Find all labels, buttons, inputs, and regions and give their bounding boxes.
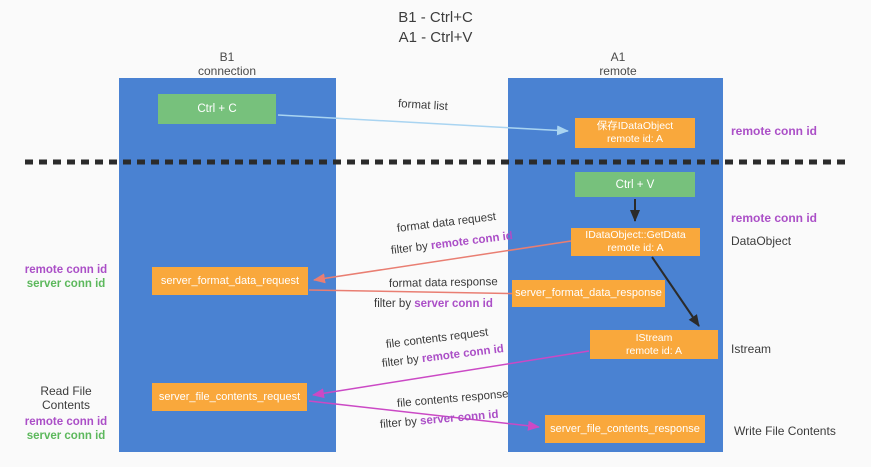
ctrl-v-label: Ctrl + V	[615, 178, 655, 191]
filter-prefix: filter by	[390, 240, 432, 257]
server-conn-id-key: server conn id	[414, 298, 493, 310]
getdata-line1: IDataObject::GetData	[585, 229, 686, 241]
filter-prefix: filter by	[374, 298, 415, 310]
dataobject-label: DataObject	[731, 234, 792, 248]
lane-left-name: B1	[219, 50, 235, 64]
filter-prefix: filter by	[379, 415, 421, 431]
read-file-contents-label: Read File Contents	[40, 384, 92, 412]
title-line-1: B1 - Ctrl+C	[398, 9, 473, 26]
left-server-conn-id: server conn id	[26, 278, 106, 290]
format-list-label: format list	[397, 98, 449, 114]
write-file-contents-label: Write File Contents	[734, 424, 836, 438]
file-contents-response-label: file contents response	[396, 388, 509, 410]
server-file-contents-request-label: server_file_contents_request	[158, 390, 301, 403]
server-format-data-request-box: server_format_data_request	[152, 267, 308, 295]
server-file-contents-request-box: server_file_contents_request	[152, 383, 307, 411]
server-file-contents-response-label: server_file_contents_response	[550, 422, 700, 435]
save-idataobject-line2: remote id: A	[606, 133, 664, 145]
lane-right-subtitle: remote	[599, 64, 637, 78]
diagram-title: B1 - Ctrl+C A1 - Ctrl+V	[0, 8, 871, 48]
server-format-data-request-label: server_format_data_request	[160, 274, 300, 287]
format-data-response-arrow	[308, 288, 535, 299]
server-file-contents-response-box: server_file_contents_response	[545, 415, 705, 443]
left-conn-id-group: remote conn id server conn id	[16, 263, 116, 291]
right-remote-conn-id-mid: remote conn id	[731, 211, 818, 225]
remote-conn-id-key: remote conn id	[430, 230, 514, 253]
ctrl-c-label: Ctrl + C	[197, 103, 237, 115]
lane-right-name: A1	[610, 50, 626, 64]
ctrl-c-box: Ctrl + C	[158, 94, 276, 124]
server-format-data-response-label: server_format_data_response	[515, 287, 662, 299]
lane-left-subtitle: connection	[197, 64, 257, 78]
server-format-data-response-box: server_format_data_response	[512, 280, 665, 307]
left-read-file-group: Read File Contents remote conn id server…	[16, 384, 116, 443]
format-data-response-label: format data response	[388, 276, 498, 290]
save-idataobject-line1: 保存IDataObject	[596, 120, 674, 132]
save-idataobject-box: 保存IDataObject remote id: A	[575, 118, 695, 148]
istream-line1: IStream	[635, 331, 673, 344]
title-line-2: A1 - Ctrl+V	[398, 29, 473, 46]
lane-header-right: A1 remote	[538, 50, 698, 78]
idataobject-getdata-box: IDataObject::GetData remote id: A	[571, 228, 700, 256]
filter-prefix: filter by	[381, 353, 423, 370]
getdata-line2: remote id: A	[607, 242, 664, 254]
left-remote-conn-id: remote conn id	[24, 264, 108, 276]
left2-remote-conn-id: remote conn id	[24, 416, 108, 428]
istream-margin-label: Istream	[731, 342, 772, 356]
lane-header-left: B1 connection	[147, 50, 307, 78]
filter-by-server-conn-id-label-1: filter by server conn id	[374, 298, 493, 310]
right-remote-conn-id-top: remote conn id	[731, 124, 818, 138]
ctrl-v-box: Ctrl + V	[575, 172, 695, 197]
server-conn-id-key: server conn id	[419, 408, 499, 428]
istream-line2: remote id: A	[625, 344, 683, 357]
left2-server-conn-id: server conn id	[26, 430, 106, 442]
format-data-request-label: format data request	[396, 210, 497, 235]
istream-box: IStream remote id: A	[590, 330, 718, 359]
filter-by-remote-conn-id-label-1: filter by remote conn id	[390, 230, 513, 257]
remote-conn-id-key: remote conn id	[421, 343, 505, 366]
filter-by-server-conn-id-label-2: filter by server conn id	[379, 409, 498, 431]
